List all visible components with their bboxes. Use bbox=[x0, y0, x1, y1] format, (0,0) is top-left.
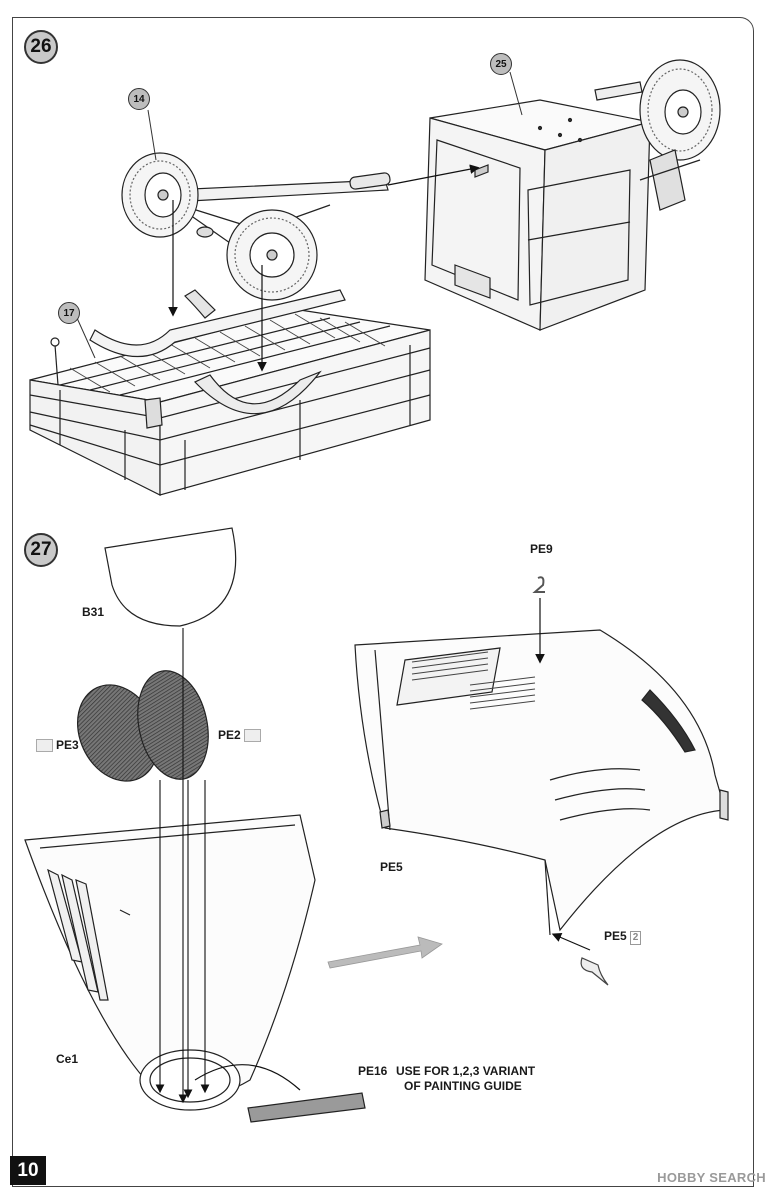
part-pe5-clip bbox=[580, 957, 609, 986]
label-ce1: Ce1 bbox=[56, 1052, 79, 1066]
step-26-drawing bbox=[29, 59, 721, 496]
watermark: HOBBY SEARCH bbox=[657, 1170, 766, 1185]
part-b31 bbox=[104, 527, 237, 627]
label-pe2: PE2 bbox=[218, 728, 261, 743]
step-26-badge: 26 bbox=[24, 30, 58, 64]
bend-icon bbox=[243, 729, 261, 743]
quantity-badge: 2 bbox=[629, 931, 642, 945]
bend-icon bbox=[36, 739, 53, 753]
part-badge-25: 25 bbox=[490, 53, 512, 75]
variant-note: USE FOR 1,2,3 VARIANT OF PAINTING GUIDE bbox=[396, 1064, 536, 1093]
part-pe16 bbox=[247, 1092, 366, 1123]
page-number: 10 bbox=[10, 1156, 46, 1185]
step-27-drawing bbox=[24, 527, 729, 1123]
part-ce1 bbox=[24, 814, 316, 1111]
part-badge-17: 17 bbox=[58, 302, 80, 324]
part-pe2-grille bbox=[137, 670, 209, 780]
label-b31: B31 bbox=[82, 605, 105, 619]
label-pe9: PE9 bbox=[530, 542, 553, 556]
label-pe5-left: PE5 bbox=[380, 860, 403, 874]
assembled-cover bbox=[354, 629, 729, 936]
step-27-arrows bbox=[155, 628, 210, 1104]
step-26-arrows bbox=[168, 164, 480, 372]
label-pe16: PE16 bbox=[358, 1064, 388, 1078]
label-pe3: PE3 bbox=[36, 738, 79, 753]
part-pe9 bbox=[532, 576, 545, 593]
step-27-badge: 27 bbox=[24, 533, 58, 567]
part-badge-14: 14 bbox=[128, 88, 150, 110]
cabinet-body bbox=[424, 59, 721, 331]
towbar-assembly bbox=[121, 152, 391, 301]
direction-arrow bbox=[327, 936, 443, 969]
base-crate bbox=[29, 289, 431, 496]
